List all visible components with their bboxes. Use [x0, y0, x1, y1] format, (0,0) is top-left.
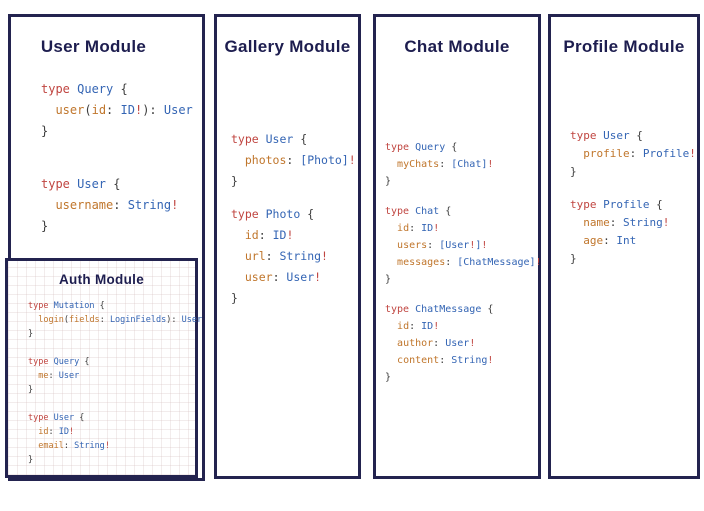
code-line: } [570, 252, 577, 265]
code-line: name: String! [583, 216, 670, 229]
code-line: id: ID! [244, 228, 294, 242]
code-line: } [28, 385, 34, 395]
code-line: } [385, 372, 392, 383]
auth-module-title: Auth Module [58, 272, 145, 287]
code-line: } [570, 165, 577, 178]
code-line: url: String! [244, 249, 328, 263]
code-line: id: ID! [397, 223, 440, 234]
code-line: id: ID! [38, 427, 75, 437]
code-line: } [385, 176, 392, 187]
code-line: type Photo { [231, 207, 315, 221]
code-line: user(id: ID!): User [55, 103, 193, 117]
code-line: email: String! [38, 441, 110, 451]
code-block: type User { photos: [Photo]!} [231, 129, 356, 192]
code-line: } [231, 174, 238, 188]
code-block: type Query { user(id: ID!): User} [41, 79, 193, 142]
code-block: type Profile { name: String! age: Int} [570, 196, 696, 268]
code-line: } [231, 291, 238, 305]
code-line: } [41, 219, 49, 233]
code-line: myChats: [Chat]! [397, 159, 494, 170]
code-line: } [41, 124, 49, 138]
gallery-module-code: type User { photos: [Photo]!}type Photo … [231, 129, 356, 309]
code-line: age: Int [583, 234, 637, 247]
code-block: type Mutation { login(fields: LoginField… [28, 299, 202, 341]
code-line: type Chat { [385, 206, 452, 217]
code-line: type User { [231, 132, 308, 146]
code-line: user: User! [244, 270, 322, 284]
code-line: me: User [38, 371, 80, 381]
code-block: type Query { myChats: [Chat]!} [385, 139, 542, 190]
chat-module-title: Chat Module [404, 37, 510, 56]
profile-module-box: Profile Module type User { profile: Prof… [548, 14, 700, 479]
code-line: username: String! [55, 198, 179, 212]
code-line: type User { [41, 177, 121, 191]
user-module-title: User Module [40, 37, 147, 56]
code-block: type ChatMessage { id: ID! author: User!… [385, 301, 542, 386]
code-line: } [28, 455, 34, 465]
profile-module-code: type User { profile: Profile!}type Profi… [570, 127, 696, 268]
chat-module-box: Chat Module type Query { myChats: [Chat]… [373, 14, 542, 479]
code-line: type User { [28, 413, 85, 423]
code-line: messages: [ChatMessage]! [397, 257, 542, 268]
code-line: type Profile { [570, 198, 663, 211]
user-module-code: type Query { user(id: ID!): User}type Us… [41, 79, 193, 237]
code-line: photos: [Photo]! [244, 153, 356, 167]
code-block: type Photo { id: ID! url: String! user: … [231, 204, 356, 309]
code-line: } [385, 274, 392, 285]
code-block: type User { id: ID! email: String!} [28, 411, 202, 467]
code-line: } [28, 329, 34, 339]
profile-module-title: Profile Module [563, 37, 685, 56]
code-block: type User { username: String!} [41, 174, 193, 237]
code-line: type ChatMessage { [385, 304, 494, 315]
auth-module-box: Auth Module type Mutation { login(fields… [5, 258, 202, 478]
code-block: type Query { me: User} [28, 355, 202, 397]
gallery-module-box: Gallery Module type User { photos: [Phot… [214, 14, 361, 479]
code-line: author: User! [397, 338, 476, 349]
code-line: users: [User!]! [397, 240, 488, 251]
code-line: type Mutation { [28, 301, 105, 311]
code-line: type Query { [28, 357, 90, 367]
code-line: login(fields: LoginFields): User [38, 315, 203, 325]
code-line: content: String! [397, 355, 494, 366]
gallery-module-title: Gallery Module [224, 37, 351, 56]
code-line: type User { [570, 129, 643, 142]
chat-module-code: type Query { myChats: [Chat]!}type Chat … [385, 139, 542, 386]
code-line: id: ID! [397, 321, 440, 332]
auth-module-code: type Mutation { login(fields: LoginField… [28, 299, 202, 467]
code-line: type Query { [385, 142, 458, 153]
code-line: profile: Profile! [583, 147, 696, 160]
code-line: type Query { [41, 82, 128, 96]
code-block: type User { profile: Profile!} [570, 127, 696, 181]
code-block: type Chat { id: ID! users: [User!]! mess… [385, 203, 542, 288]
